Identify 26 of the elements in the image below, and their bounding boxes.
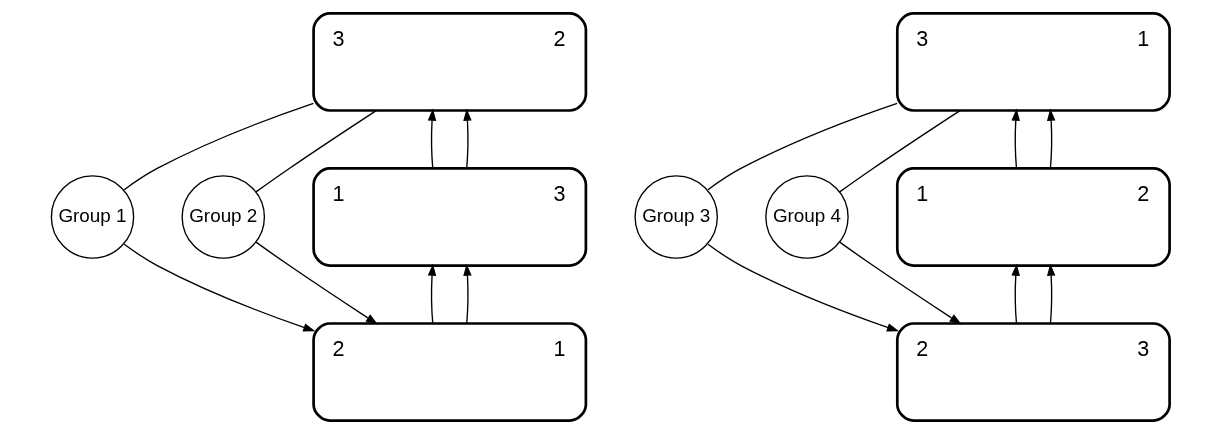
arrow	[463, 108, 472, 169]
connector	[707, 102, 898, 191]
arrow	[1011, 263, 1020, 324]
connector	[255, 109, 377, 193]
arrow	[427, 108, 437, 169]
node-box: 2 1	[312, 322, 588, 422]
arrow	[123, 243, 316, 332]
arrow	[1046, 263, 1056, 324]
arrow	[255, 241, 378, 325]
arrow	[1011, 108, 1020, 169]
node-box: 3 1	[895, 12, 1171, 112]
node-box: 2 3	[895, 322, 1171, 422]
connector	[839, 109, 961, 193]
connector	[123, 102, 315, 191]
arrow	[839, 241, 962, 325]
node-circle: Group 1	[50, 175, 135, 259]
node-box: 1 2	[895, 167, 1171, 267]
arrow	[427, 263, 437, 324]
node-box: 1 3	[312, 167, 588, 267]
node-box: 3 2	[312, 12, 588, 112]
node-circle: Group 3	[634, 175, 718, 259]
arrow	[707, 243, 900, 332]
arrow	[463, 263, 472, 324]
node-circle: Group 2	[181, 175, 266, 259]
arrow	[1046, 108, 1056, 169]
node-circle: Group 4	[765, 175, 849, 259]
